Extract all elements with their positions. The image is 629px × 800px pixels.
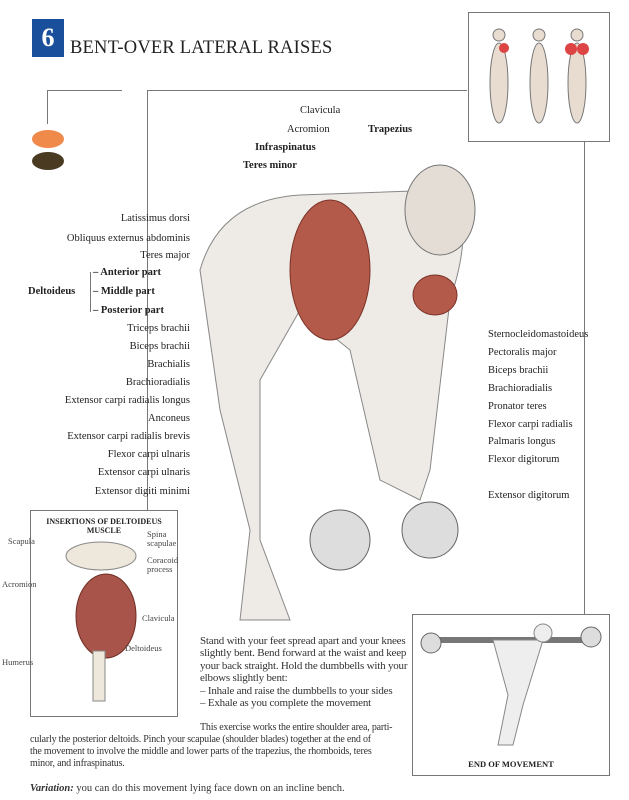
label-fcu: Flexor carpi ulnaris — [107, 449, 190, 460]
end-position-illustration — [420, 623, 602, 746]
instructions-paragraph: Stand with your feet spread apart and yo… — [200, 635, 408, 710]
label-deltoid-posterior: – Posterior part — [93, 305, 164, 316]
inset-label-coracoid: Coracoid process — [147, 555, 179, 574]
label-ecr-longus: Extensor carpi radialis longus — [64, 395, 190, 406]
instruction-line: Stand with your feet spread apart and yo… — [200, 635, 406, 647]
label-deltoideus: Deltoideus — [28, 286, 76, 297]
end-of-movement-caption: END OF MOVEMENT — [468, 759, 554, 769]
instruction-step: – Exhale as you complete the movement — [200, 697, 371, 710]
bent-over-figure-illustration — [199, 164, 476, 621]
label-biceps-r: Biceps brachii — [488, 365, 549, 376]
label-pectoralis: Pectoralis major — [488, 347, 557, 358]
inset-label-scapula: Scapula — [8, 536, 35, 546]
variation-text: you can do this movement lying face down… — [73, 783, 345, 794]
inset-label-spina: Spina scapulae — [147, 529, 177, 548]
label-triceps: Triceps brachii — [127, 323, 190, 334]
overview-figures-icon — [489, 28, 589, 124]
label-teres-major: Teres major — [140, 250, 190, 261]
label-infraspinatus: Infraspinatus — [255, 142, 316, 153]
description-line: cularly the posterior deltoids. Pinch yo… — [30, 734, 371, 745]
instruction-line: elbows slightly bent: — [200, 672, 288, 685]
variation-note: Variation: you can do this movement lyin… — [30, 783, 345, 795]
inset-label-humerus: Humerus — [2, 657, 34, 667]
inset-label-clavicula: Clavicula — [142, 613, 175, 623]
deltoid-illustration — [65, 541, 137, 702]
instruction-step: – Inhale and raise the dumbbells to your… — [200, 684, 393, 697]
label-flexor-digitorum: Flexor digitorum — [488, 454, 560, 465]
instruction-line: slightly bent. Bend forward at the waist… — [200, 647, 407, 660]
divider — [147, 90, 467, 91]
inset-title: INSERTIONS OF DELTOIDEUS MUSCLE — [46, 517, 162, 535]
page-title: BENT-OVER LATERAL RAISES — [70, 38, 333, 58]
divider — [47, 90, 122, 91]
end-of-movement-panel: END OF MOVEMENT — [412, 614, 610, 776]
label-edm: Extensor digiti minimi — [94, 486, 190, 497]
label-palmaris: Palmaris longus — [488, 436, 556, 447]
description-paragraph: This exercise works the entire shoulder … — [30, 722, 392, 770]
muscle-overview-thumbnail — [468, 12, 610, 142]
label-anconeus: Anconeus — [148, 413, 190, 424]
label-ecu: Extensor carpi ulnaris — [97, 467, 190, 478]
label-ecr-brevis: Extensor carpi radialis brevis — [67, 431, 190, 442]
label-teres-minor: Teres minor — [243, 160, 297, 171]
label-brachioradialis-r: Brachioradialis — [488, 383, 553, 394]
divider — [147, 90, 148, 510]
label-deltoid-anterior: – Anterior part — [93, 267, 162, 278]
exercise-number-badge: 6 — [32, 19, 64, 57]
bracket — [90, 272, 91, 312]
description-line: This exercise works the entire shoulder … — [200, 722, 393, 733]
description-line: the movement to involve the middle and l… — [30, 746, 372, 757]
deltoid-insertions-inset: INSERTIONS OF DELTOIDEUS MUSCLE — [30, 510, 178, 717]
label-biceps: Biceps brachii — [129, 341, 190, 352]
label-clavicula: Clavicula — [300, 105, 341, 116]
label-extensor-digitorum: Extensor digitorum — [488, 490, 570, 501]
label-brachialis: Brachialis — [147, 359, 190, 370]
divider — [47, 90, 48, 124]
brown-legend-swatch — [32, 152, 64, 170]
instruction-line: your back straight. Hold the dumbbells w… — [200, 659, 408, 672]
orange-legend-swatch — [32, 130, 64, 148]
label-acromion: Acromion — [287, 124, 330, 135]
divider — [584, 140, 585, 615]
label-deltoid-middle: – Middle part — [93, 286, 155, 297]
label-brachioradialis: Brachioradialis — [125, 377, 190, 388]
label-latissimus-dorsi: Latissimus dorsi — [120, 213, 190, 224]
label-obliquus-externus: Obliquus externus abdominis — [66, 233, 190, 244]
label-scm: Sternocleidomastoideus — [488, 329, 589, 340]
variation-label: Variation: — [30, 783, 74, 794]
label-pronator-teres: Pronator teres — [488, 401, 547, 412]
description-line: minor, and infraspinatus. — [30, 758, 125, 769]
inset-label-deltoideus: Deltoideus — [125, 643, 162, 653]
label-fcr: Flexor carpi radialis — [488, 419, 573, 430]
label-trapezius: Trapezius — [368, 124, 413, 135]
inset-label-acromion: Acromion — [2, 579, 37, 589]
